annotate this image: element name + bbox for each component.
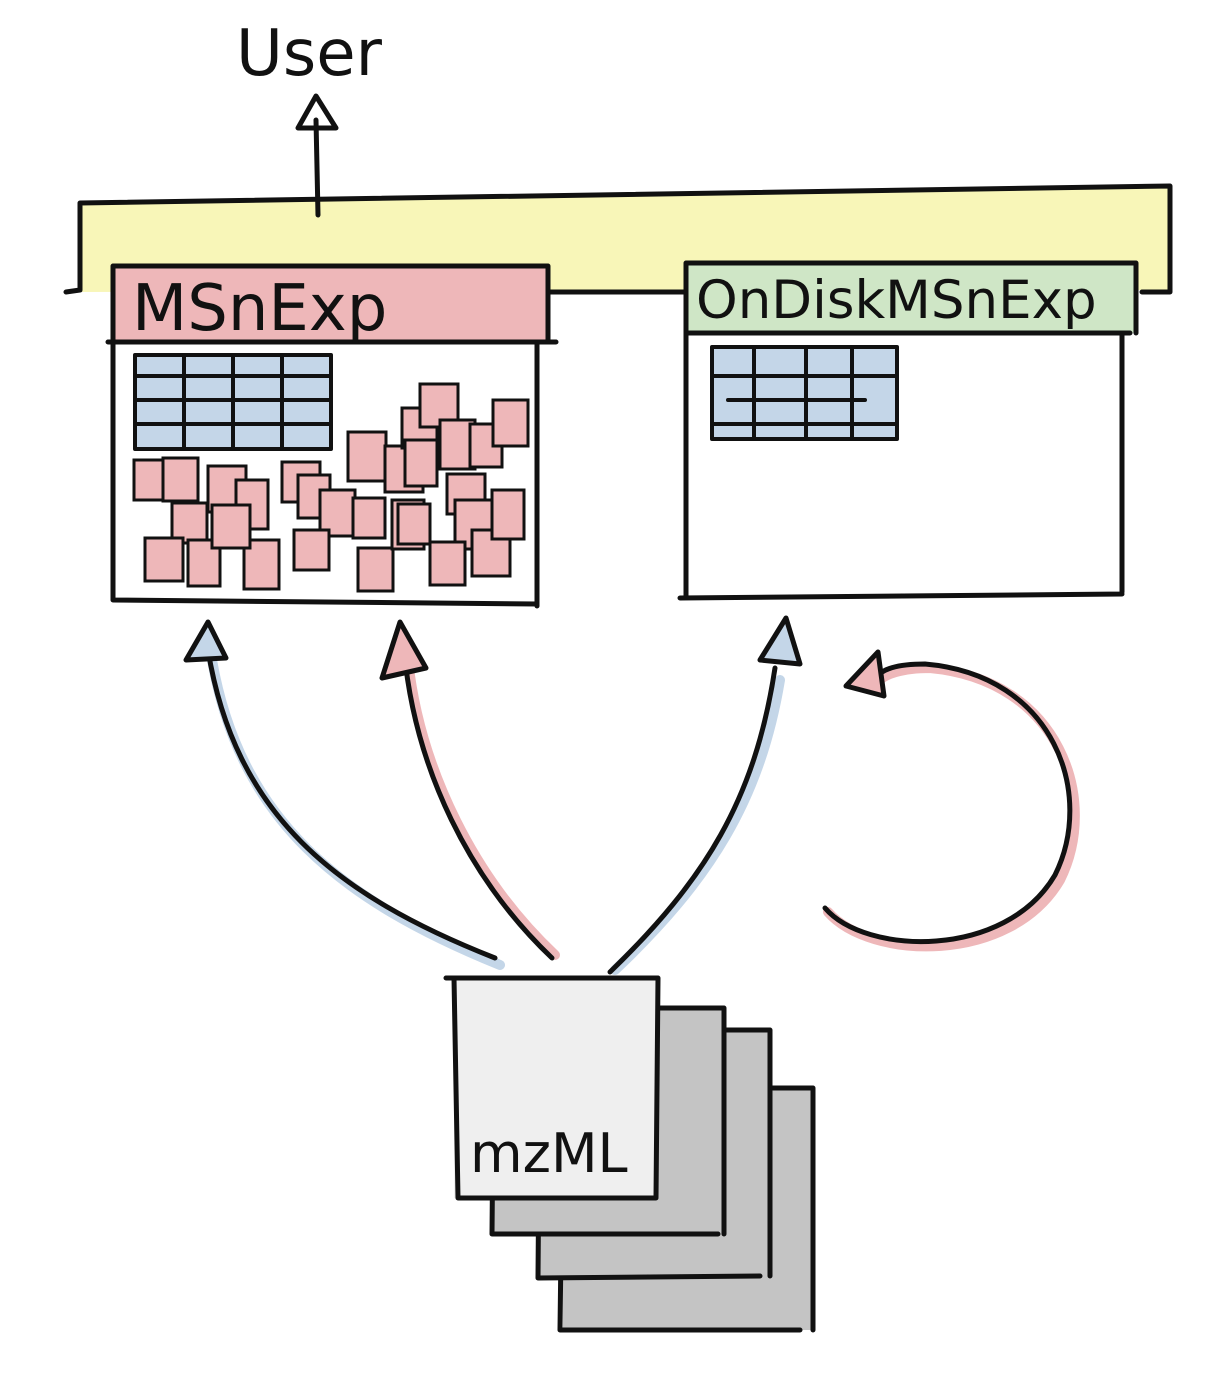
spectrum-square xyxy=(143,536,185,583)
spectrum-square xyxy=(491,398,530,448)
curved-arrow-icon xyxy=(183,619,229,663)
file-stack-icon xyxy=(443,975,816,1333)
metadata-table-icon xyxy=(710,345,899,441)
read-arrows xyxy=(183,615,1080,975)
spectrum-square xyxy=(490,488,526,541)
spectrum-square xyxy=(428,540,467,587)
spectra-cluster xyxy=(132,382,530,593)
arrow-up-icon xyxy=(295,93,339,131)
mzml-label: mzML xyxy=(470,1122,628,1185)
msnexp-title: MSnExp xyxy=(132,272,387,346)
spectrum-square xyxy=(351,496,387,540)
user-label: User xyxy=(236,17,383,91)
spectrum-square xyxy=(161,456,200,503)
metadata-table-icon xyxy=(133,353,333,451)
curved-arrow-icon xyxy=(379,619,429,681)
user-arrow xyxy=(295,93,339,218)
spectrum-square xyxy=(132,458,168,502)
ondisk-title: OnDiskMSnExp xyxy=(696,270,1097,331)
spectrum-square xyxy=(356,546,395,593)
spectrum-square xyxy=(403,438,439,488)
curved-arrow-icon xyxy=(843,649,887,699)
msnexp-box xyxy=(105,263,559,609)
spectrum-square xyxy=(292,528,331,572)
ondisk-box xyxy=(677,260,1139,601)
spectrum-square xyxy=(210,503,252,550)
spectrum-square xyxy=(346,430,388,483)
curved-arrow-icon xyxy=(757,615,803,667)
spectrum-square xyxy=(396,502,432,546)
